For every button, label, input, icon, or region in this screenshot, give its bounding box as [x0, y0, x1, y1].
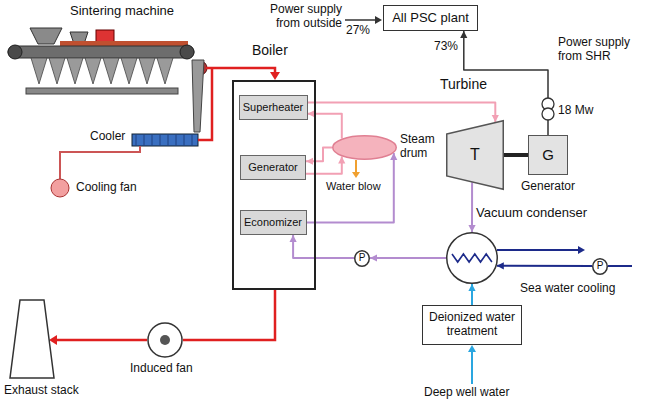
- node-text: Deionized water treatment: [426, 311, 518, 339]
- steam-pipe-line: [306, 156, 342, 173]
- source-label: Deep well water: [424, 386, 509, 400]
- water-pipe: [370, 254, 446, 261]
- sea-water-pipe: [497, 262, 592, 269]
- pump: P: [592, 258, 608, 275]
- sea-water-pipe-line: [497, 265, 592, 267]
- steam-pipe: [308, 110, 342, 138]
- transformer-symbol: [542, 98, 554, 120]
- arrow-head: [468, 225, 475, 232]
- node-text: P: [597, 260, 604, 272]
- arrow-head: [308, 110, 315, 117]
- water-pipe-line: [307, 153, 394, 223]
- water-pipe-line: [471, 182, 473, 232]
- node-text: Boiler: [252, 42, 288, 58]
- vacuum-condenser: Vacuum condenser: [446, 232, 498, 284]
- deep-well-arrow: [468, 345, 476, 384]
- stack-label: Exhaust stack: [4, 384, 79, 398]
- node-text: Generator: [516, 180, 580, 194]
- water-pipe-line: [370, 257, 446, 259]
- supply-label: Power supply from SHR: [558, 36, 650, 64]
- share-label: 27%: [346, 24, 370, 38]
- node-text: Vacuum condenser: [476, 206, 587, 221]
- water-pipe-line: [293, 235, 354, 258]
- machine-label: Sintering machine: [70, 4, 174, 19]
- node-text: Generator: [248, 161, 298, 174]
- steam-pipe-line: [308, 114, 342, 139]
- steam-pipe: [306, 156, 345, 173]
- water-pipe: [468, 182, 475, 232]
- arrow-head: [492, 115, 499, 122]
- fan-label: Induced fan: [130, 362, 193, 376]
- node-text: Turbine: [440, 76, 487, 92]
- turbine: TurbineT: [446, 120, 504, 190]
- induced-fan: [148, 323, 182, 357]
- supply-water-pipe: [468, 284, 475, 305]
- steam-pipe-line: [308, 103, 496, 123]
- power-rating: 18 Mw: [558, 104, 593, 118]
- sintering-machine: [8, 28, 207, 132]
- water-blow-label: Water blow: [326, 180, 381, 193]
- exhaust-stack: [10, 300, 54, 378]
- pump: P: [354, 250, 370, 267]
- generator-section-box: Generator: [240, 155, 306, 180]
- arrow-head: [370, 254, 377, 261]
- water-blow-arrow: [352, 160, 360, 178]
- shaft: [504, 155, 528, 156]
- arrow-head: [468, 284, 475, 291]
- node-text: All PSC plant: [392, 11, 469, 26]
- arrow-head: [270, 72, 280, 80]
- node-text: P: [359, 252, 366, 264]
- arrow-head: [497, 262, 504, 269]
- sea-water-line: [497, 246, 632, 266]
- water-pipe: [290, 235, 355, 258]
- supply-label: Power supply from outside: [256, 3, 342, 31]
- cooler-label: Cooler: [90, 130, 125, 144]
- arrow-head: [306, 158, 313, 165]
- steam-pipe: [308, 103, 499, 123]
- node-text: T: [470, 146, 480, 164]
- arrow-head: [460, 31, 467, 38]
- arrow-head: [290, 235, 297, 242]
- generator-box: GGenerator: [528, 135, 568, 175]
- steam-drum: Steam drum: [332, 135, 397, 160]
- node-text: G: [542, 146, 554, 163]
- boiler-box: BoilerSuperheaterGeneratorEconomizer: [232, 80, 316, 290]
- steam-pipe: [306, 148, 332, 165]
- steam-pipe-line: [306, 148, 332, 162]
- water-pipe: [307, 153, 398, 223]
- node-text: Superheater: [243, 101, 304, 114]
- arrow-head: [338, 156, 345, 163]
- outside-supply-arrow: [345, 16, 382, 24]
- shaft-line: [504, 153, 528, 157]
- cooling-label: Sea water cooling: [520, 282, 615, 296]
- steam-drum-outline: [332, 135, 397, 160]
- node-text: Steam drum: [400, 133, 442, 161]
- plant-box: All PSC plant: [383, 5, 478, 31]
- superheater-box: Superheater: [239, 95, 308, 120]
- economizer-box: Economizer: [240, 210, 307, 235]
- share-label: 73%: [434, 40, 458, 54]
- node-text: Economizer: [244, 216, 302, 229]
- treatment-box: Deionized water treatment: [422, 305, 522, 345]
- vacuum-condenser-outline: [446, 232, 498, 284]
- cooler: [51, 134, 198, 197]
- fan-label: Cooling fan: [76, 181, 137, 195]
